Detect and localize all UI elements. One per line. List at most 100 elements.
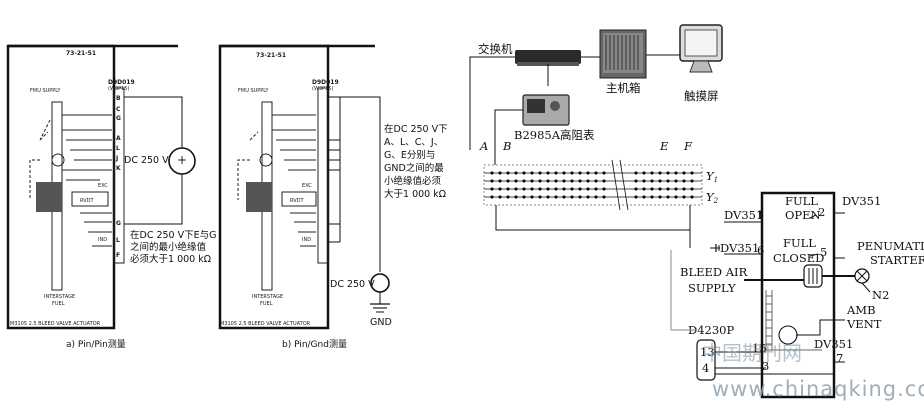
matrix-node (674, 187, 678, 191)
connector-strip (113, 87, 125, 264)
matrix-node (666, 179, 670, 183)
matrix-node (514, 171, 518, 175)
full-open-1: FULL (785, 194, 818, 208)
svg-text:F: F (116, 252, 120, 259)
connector-label-b: D9D019 (312, 79, 339, 86)
matrix-node (506, 195, 510, 199)
matrix-node (594, 187, 598, 191)
svg-text:A: A (116, 135, 121, 142)
svg-text:K: K (116, 165, 121, 172)
d4230p-connector (696, 339, 716, 381)
matrix-node (594, 195, 598, 199)
network-switch (515, 50, 581, 64)
matrix-node (506, 171, 510, 175)
matrix-node (602, 171, 606, 175)
svg-text:1: 1 (757, 208, 764, 222)
matrix-node (682, 187, 686, 191)
matrix-node (586, 195, 590, 199)
d4230p-label: D4230P (688, 323, 734, 337)
note-b-line1: 在DC 250 V下 (384, 123, 448, 135)
matrix-node (690, 187, 694, 191)
svg-text:B: B (116, 95, 121, 102)
matrix-node (586, 187, 590, 191)
matrix-node (506, 179, 510, 183)
matrix-node (642, 179, 646, 183)
matrix-node (642, 195, 646, 199)
ind-label-b: IND (302, 237, 311, 243)
ind-label: IND (98, 237, 107, 243)
matrix-node (522, 187, 526, 191)
col-a-label: A (479, 139, 488, 153)
matrix-node (666, 195, 670, 199)
matrix-node (578, 187, 582, 191)
note-a-line3: 必须大于1 000 kΩ (130, 253, 211, 265)
matrix-node (490, 179, 494, 183)
dc-label-a: DC 250 V (124, 155, 169, 166)
fuel-label-b: FUEL (260, 301, 273, 307)
matrix-node (530, 195, 534, 199)
matrix-node (498, 187, 502, 191)
note-a-line2: 之间的最小绝缘值 (130, 241, 207, 253)
matrix-node (538, 187, 542, 191)
full-open-2: OPEN (785, 208, 821, 222)
dv351-a: DV351 (724, 208, 763, 222)
matrix-node (546, 195, 550, 199)
svg-text:5: 5 (820, 245, 827, 259)
probe-wire-g (124, 172, 183, 225)
fmu-supply-label: FMU SUPPLY (30, 88, 61, 94)
matrix-node (674, 195, 678, 199)
net-wires (469, 54, 680, 150)
matrix-node (514, 179, 518, 183)
matrix-node (586, 179, 590, 183)
matrix-node (554, 179, 558, 183)
caption-b: b) Pin/Gnd测量 (282, 339, 347, 350)
matrix-node (570, 187, 574, 191)
matrix-node (682, 179, 686, 183)
matrix-node (546, 187, 550, 191)
full-closed-2: CLOSED (773, 251, 824, 265)
panel-a: 73-21-51 D9D019 (W3P15) FMU SUPPLY RVDT … (6, 44, 216, 350)
note-b-line5: 小绝缘值必须 (384, 175, 442, 187)
watermark-url: www.chinaqking.com (712, 377, 924, 401)
footer-label-b: M3105 2.5 BLEED VALVE ACTUATOR (220, 321, 311, 327)
matrix-node (690, 171, 694, 175)
matrix-node (554, 187, 558, 191)
matrix-node (554, 171, 558, 175)
matrix-node (514, 195, 518, 199)
matrix-node (666, 171, 670, 175)
full-closed-1: FULL (783, 236, 816, 250)
matrix-node (522, 179, 526, 183)
rvdt-label-b: RVDT (290, 198, 304, 204)
pneumatic-1: PENUMATIC (857, 239, 924, 253)
rvdt-label: RVDT (80, 198, 94, 204)
note-a-line1: 在DC 250 V下E与G (130, 229, 216, 241)
matrix-node (490, 187, 494, 191)
matrix-node (634, 179, 638, 183)
matrix-node (602, 195, 606, 199)
matrix-node (674, 179, 678, 183)
matrix-node (498, 171, 502, 175)
mainframe-label: 主机箱 (606, 81, 641, 95)
matrix-node (514, 187, 518, 191)
fuel-label: FUEL (52, 301, 65, 307)
matrix-node (522, 171, 526, 175)
matrix-node (562, 179, 566, 183)
rvdt-box-b (281, 191, 317, 207)
gnd-label: GND (370, 317, 392, 328)
connector-sub: (W3P15) (108, 86, 129, 92)
matrix-node (506, 187, 510, 191)
probe-wire-e (124, 96, 183, 150)
matrix-node (650, 171, 654, 175)
svg-text:6: 6 (757, 243, 764, 257)
matrix-node (602, 187, 606, 191)
fmu-supply-label-b: FMU SUPPLY (238, 88, 269, 94)
svg-text:4: 4 (702, 361, 709, 375)
probe-wire-b (328, 96, 381, 272)
matrix-node (658, 187, 662, 191)
matrix-node (498, 179, 502, 183)
matrix-node (570, 171, 574, 175)
matrix-node (578, 195, 582, 199)
svg-text:13: 13 (700, 345, 715, 359)
svg-text:C: C (116, 106, 121, 113)
matrix-node (490, 171, 494, 175)
